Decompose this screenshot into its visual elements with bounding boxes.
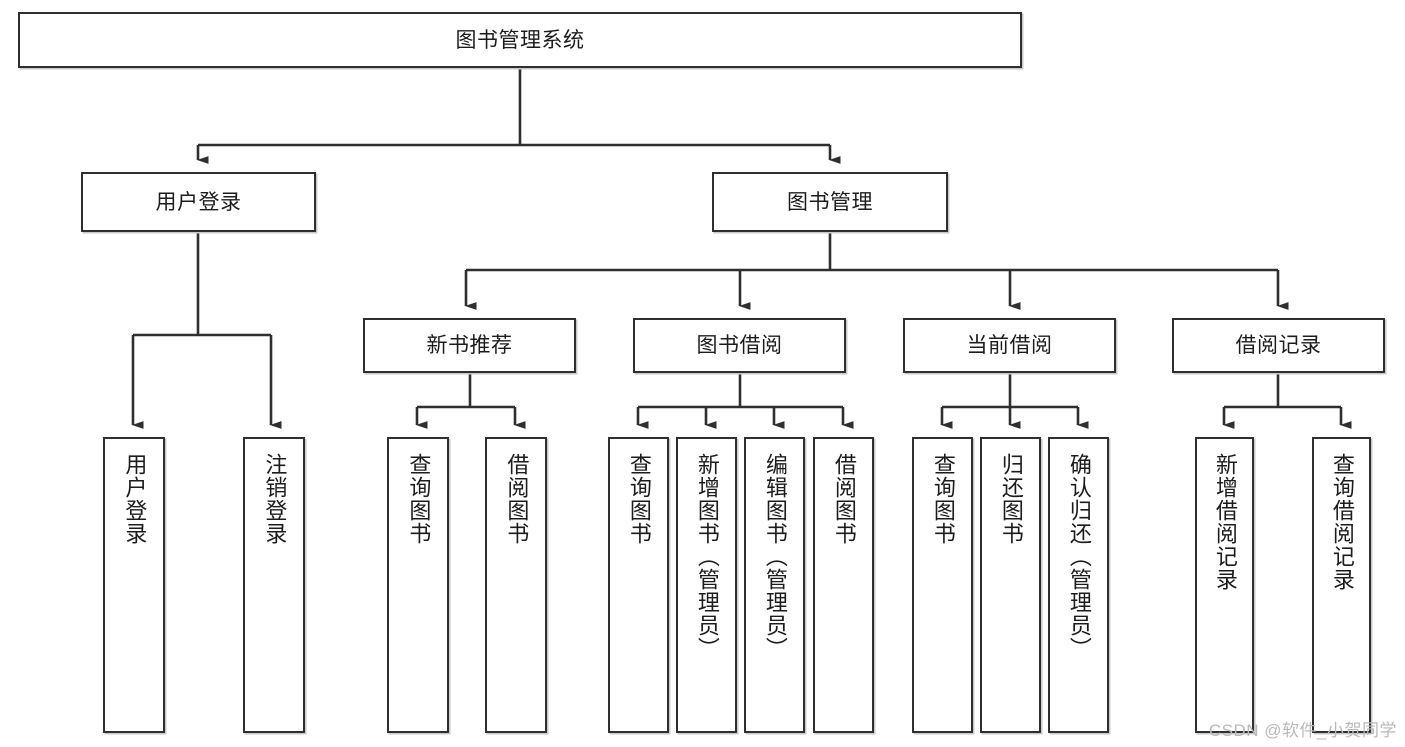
- node-label: 查询图书: [626, 453, 652, 545]
- leaf-query-book-borrow[interactable]: 查询图书: [608, 437, 669, 733]
- vertical-text-wrap: 借阅图书: [815, 439, 872, 731]
- node-label: 用户登录: [155, 190, 242, 214]
- vertical-text-wrap: 新增借阅记录: [1197, 439, 1252, 731]
- node-label: 新书推荐: [426, 334, 513, 357]
- leaf-query-borrow-record[interactable]: 查询借阅记录: [1312, 437, 1371, 733]
- csdn-watermark: CSDN @软件_小贺同学: [1208, 721, 1397, 740]
- node-new-book-recommend[interactable]: 新书推荐: [363, 318, 576, 373]
- leaf-return-book[interactable]: 归还图书: [980, 437, 1041, 733]
- node-label: 图书管理: [787, 190, 873, 214]
- leaf-add-borrow-record[interactable]: 新增借阅记录: [1195, 437, 1254, 733]
- node-label: 查询图书: [406, 453, 432, 545]
- vertical-text-wrap: 确认归还（管理员）: [1050, 439, 1107, 731]
- node-root-system[interactable]: 图书管理系统: [18, 12, 1022, 68]
- node-book-management[interactable]: 图书管理: [712, 172, 948, 232]
- node-label: 借阅图书: [831, 453, 857, 545]
- node-label: 归还图书: [998, 453, 1024, 545]
- node-label: 用户登录: [122, 453, 148, 545]
- leaf-borrow-book-borrow[interactable]: 借阅图书: [813, 437, 874, 733]
- leaf-confirm-return-admin[interactable]: 确认归还（管理员）: [1048, 437, 1109, 733]
- vertical-text-wrap: 注销登录: [245, 439, 303, 731]
- node-label: 借阅记录: [1235, 334, 1322, 357]
- leaf-borrow-book-newbook[interactable]: 借阅图书: [485, 437, 547, 733]
- node-label: 图书借阅: [696, 334, 783, 357]
- vertical-text-wrap: 借阅图书: [487, 439, 545, 731]
- leaf-logout-login[interactable]: 注销登录: [243, 437, 305, 733]
- node-borrow-records[interactable]: 借阅记录: [1172, 318, 1385, 373]
- vertical-text-wrap: 归还图书: [982, 439, 1039, 731]
- node-current-borrow[interactable]: 当前借阅: [903, 318, 1116, 373]
- vertical-text-wrap: 新增图书（管理员）: [678, 439, 735, 731]
- node-label: 图书管理系统: [455, 28, 585, 52]
- leaf-edit-book-admin[interactable]: 编辑图书（管理员）: [744, 437, 805, 733]
- node-label: 注销登录: [262, 453, 288, 545]
- node-label: 编辑图书（管理员）: [762, 453, 788, 660]
- node-label: 新增借阅记录: [1212, 453, 1238, 591]
- vertical-text-wrap: 查询图书: [914, 439, 971, 731]
- vertical-text-wrap: 查询图书: [389, 439, 447, 731]
- node-label: 确认归还（管理员）: [1066, 453, 1092, 660]
- leaf-query-book-current[interactable]: 查询图书: [912, 437, 973, 733]
- vertical-text-wrap: 查询借阅记录: [1314, 439, 1369, 731]
- node-label: 查询借阅记录: [1329, 453, 1355, 591]
- leaf-user-login[interactable]: 用户登录: [103, 437, 165, 733]
- node-label: 当前借阅: [966, 334, 1053, 357]
- node-book-borrow[interactable]: 图书借阅: [633, 318, 846, 373]
- vertical-text-wrap: 编辑图书（管理员）: [746, 439, 803, 731]
- node-label: 借阅图书: [504, 453, 530, 545]
- node-user-login[interactable]: 用户登录: [81, 172, 316, 232]
- node-label: 查询图书: [930, 453, 956, 545]
- vertical-text-wrap: 用户登录: [105, 439, 163, 731]
- leaf-query-book-newbook[interactable]: 查询图书: [387, 437, 449, 733]
- node-label: 新增图书（管理员）: [694, 453, 720, 660]
- leaf-add-book-admin[interactable]: 新增图书（管理员）: [676, 437, 737, 733]
- vertical-text-wrap: 查询图书: [610, 439, 667, 731]
